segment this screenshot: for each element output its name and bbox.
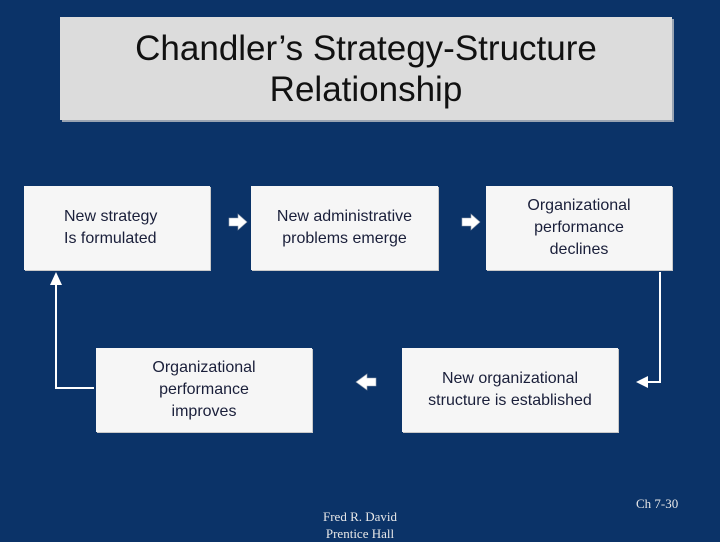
connector-declines-to-structure: [636, 272, 661, 388]
title-box: Chandler’s Strategy-Structure Relationsh…: [60, 17, 672, 120]
slide-title: Chandler’s Strategy-Structure Relationsh…: [135, 28, 597, 109]
connector-improves-to-strategy: [50, 272, 94, 389]
footer-author: Fred R. David Prentice Hall: [322, 509, 398, 541]
step-structure-established: New organizational structure is establis…: [402, 348, 618, 432]
arrow-right-icon: [461, 213, 481, 231]
step-performance-declines: Organizational performance declines: [486, 186, 672, 270]
step-admin-problems: New administrative problems emerge: [251, 186, 438, 270]
step-new-strategy: New strategy Is formulated: [24, 186, 210, 270]
slide-number: Ch 7-30: [636, 496, 679, 511]
arrow-left-icon: [355, 373, 377, 391]
step-performance-improves: Organizational performance improves: [96, 348, 312, 432]
arrow-right-icon: [228, 213, 248, 231]
